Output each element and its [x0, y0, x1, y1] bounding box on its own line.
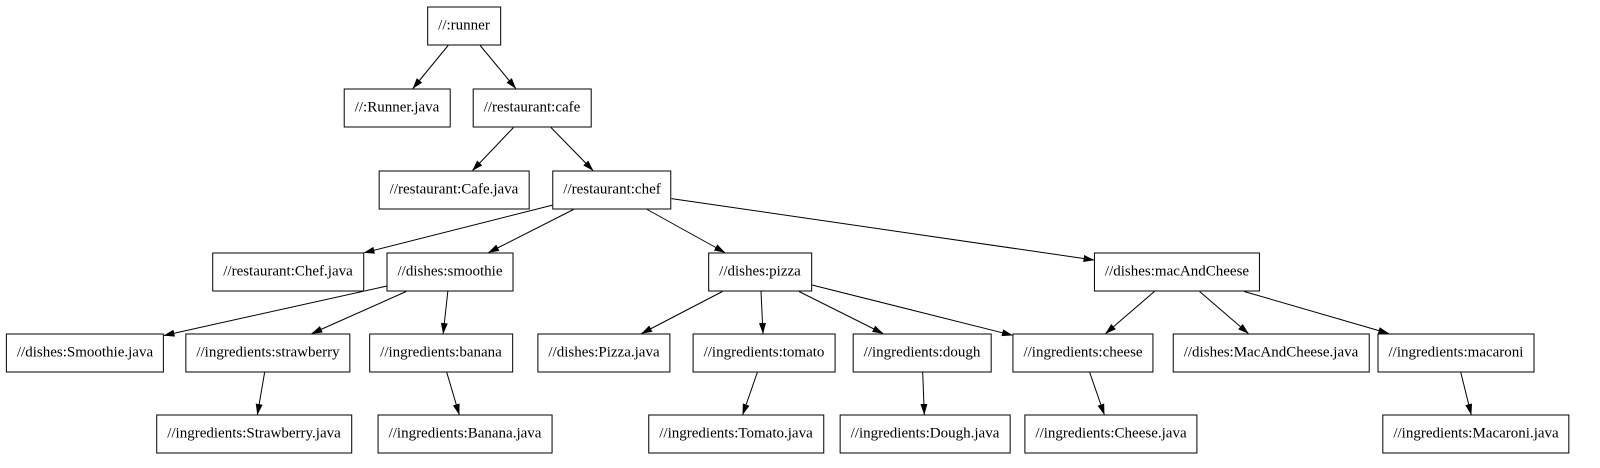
graph-node-cafe: //restaurant:cafe: [472, 88, 592, 128]
graph-edge-smoothie-to-smoothieJava: [163, 285, 387, 337]
graph-edge-macAndCheese-to-cheese: [1105, 291, 1155, 334]
graph-node-macaroniJava: //ingredients:Macaroni.java: [1382, 414, 1570, 454]
graph-edge-chef-to-chefJava: [363, 204, 553, 254]
graph-node-chefJava: //restaurant:Chef.java: [212, 252, 364, 292]
graph-edge-runner-to-runnerJava: [412, 45, 449, 89]
graph-edge-chef-to-smoothie: [488, 209, 574, 253]
graph-node-cafeJava: //restaurant:Cafe.java: [378, 170, 530, 210]
graph-node-smoothie: //dishes:smoothie: [386, 252, 514, 292]
graph-edge-smoothie-to-strawberry: [311, 291, 407, 334]
graph-edge-chef-to-pizza: [646, 209, 726, 253]
graph-node-cheese: //ingredients:cheese: [1012, 333, 1154, 373]
graph-node-pizzaJava: //dishes:Pizza.java: [537, 333, 671, 373]
graph-node-strawberryJava: //ingredients:Strawberry.java: [156, 414, 352, 454]
graph-edge-pizza-to-pizzaJava: [641, 291, 723, 334]
graph-node-pizza: //dishes:pizza: [708, 252, 812, 292]
graph-edge-dough-to-doughJava: [920, 372, 928, 415]
graph-node-runnerJava: //:Runner.java: [343, 88, 451, 128]
graph-node-chef: //restaurant:chef: [552, 170, 672, 210]
graph-node-macAndCheese: //dishes:macAndCheese: [1093, 252, 1261, 292]
graph-edge-smoothie-to-banana: [440, 291, 449, 334]
graph-edge-cafe-to-cafeJava: [472, 127, 514, 171]
graph-node-macAndCheeseJava: //dishes:MacAndCheese.java: [1172, 333, 1370, 373]
graph-edge-pizza-to-dough: [798, 291, 884, 334]
graph-edge-cheese-to-cheeseJava: [1089, 372, 1105, 415]
graph-edge-pizza-to-cheese: [811, 284, 1013, 337]
graph-edge-macaroni-to-macaroniJava: [1460, 372, 1473, 415]
graph-node-tomato: //ingredients:tomato: [692, 333, 836, 373]
graph-edge-runner-to-cafe: [479, 45, 517, 89]
graph-edge-tomato-to-tomatoJava: [742, 372, 758, 415]
graph-node-dough: //ingredients:dough: [852, 333, 992, 373]
graph-node-tomatoJava: //ingredients:Tomato.java: [648, 414, 824, 454]
graph-edge-pizza-to-tomato: [759, 291, 766, 334]
graph-edge-strawberry-to-strawberryJava: [255, 372, 266, 415]
graph-edge-banana-to-bananaJava: [446, 372, 460, 415]
graph-edge-cafe-to-chef: [550, 127, 594, 171]
graph-node-strawberry: //ingredients:strawberry: [185, 333, 351, 373]
graph-edge-macAndCheese-to-macAndCheeseJava: [1199, 291, 1249, 334]
graph-node-cheeseJava: //ingredients:Cheese.java: [1024, 414, 1198, 454]
graph-edge-macAndCheese-to-macaroni: [1244, 291, 1390, 334]
graph-node-macaroni: //ingredients:macaroni: [1377, 333, 1535, 373]
graph-node-runner: //:runner: [427, 6, 501, 46]
graph-node-bananaJava: //ingredients:Banana.java: [377, 414, 553, 454]
graph-node-banana: //ingredients:banana: [369, 333, 513, 373]
graph-node-doughJava: //ingredients:Dough.java: [839, 414, 1011, 454]
graph-node-smoothieJava: //dishes:Smoothie.java: [5, 333, 165, 373]
graph-edge-chef-to-macAndCheese: [671, 198, 1095, 262]
